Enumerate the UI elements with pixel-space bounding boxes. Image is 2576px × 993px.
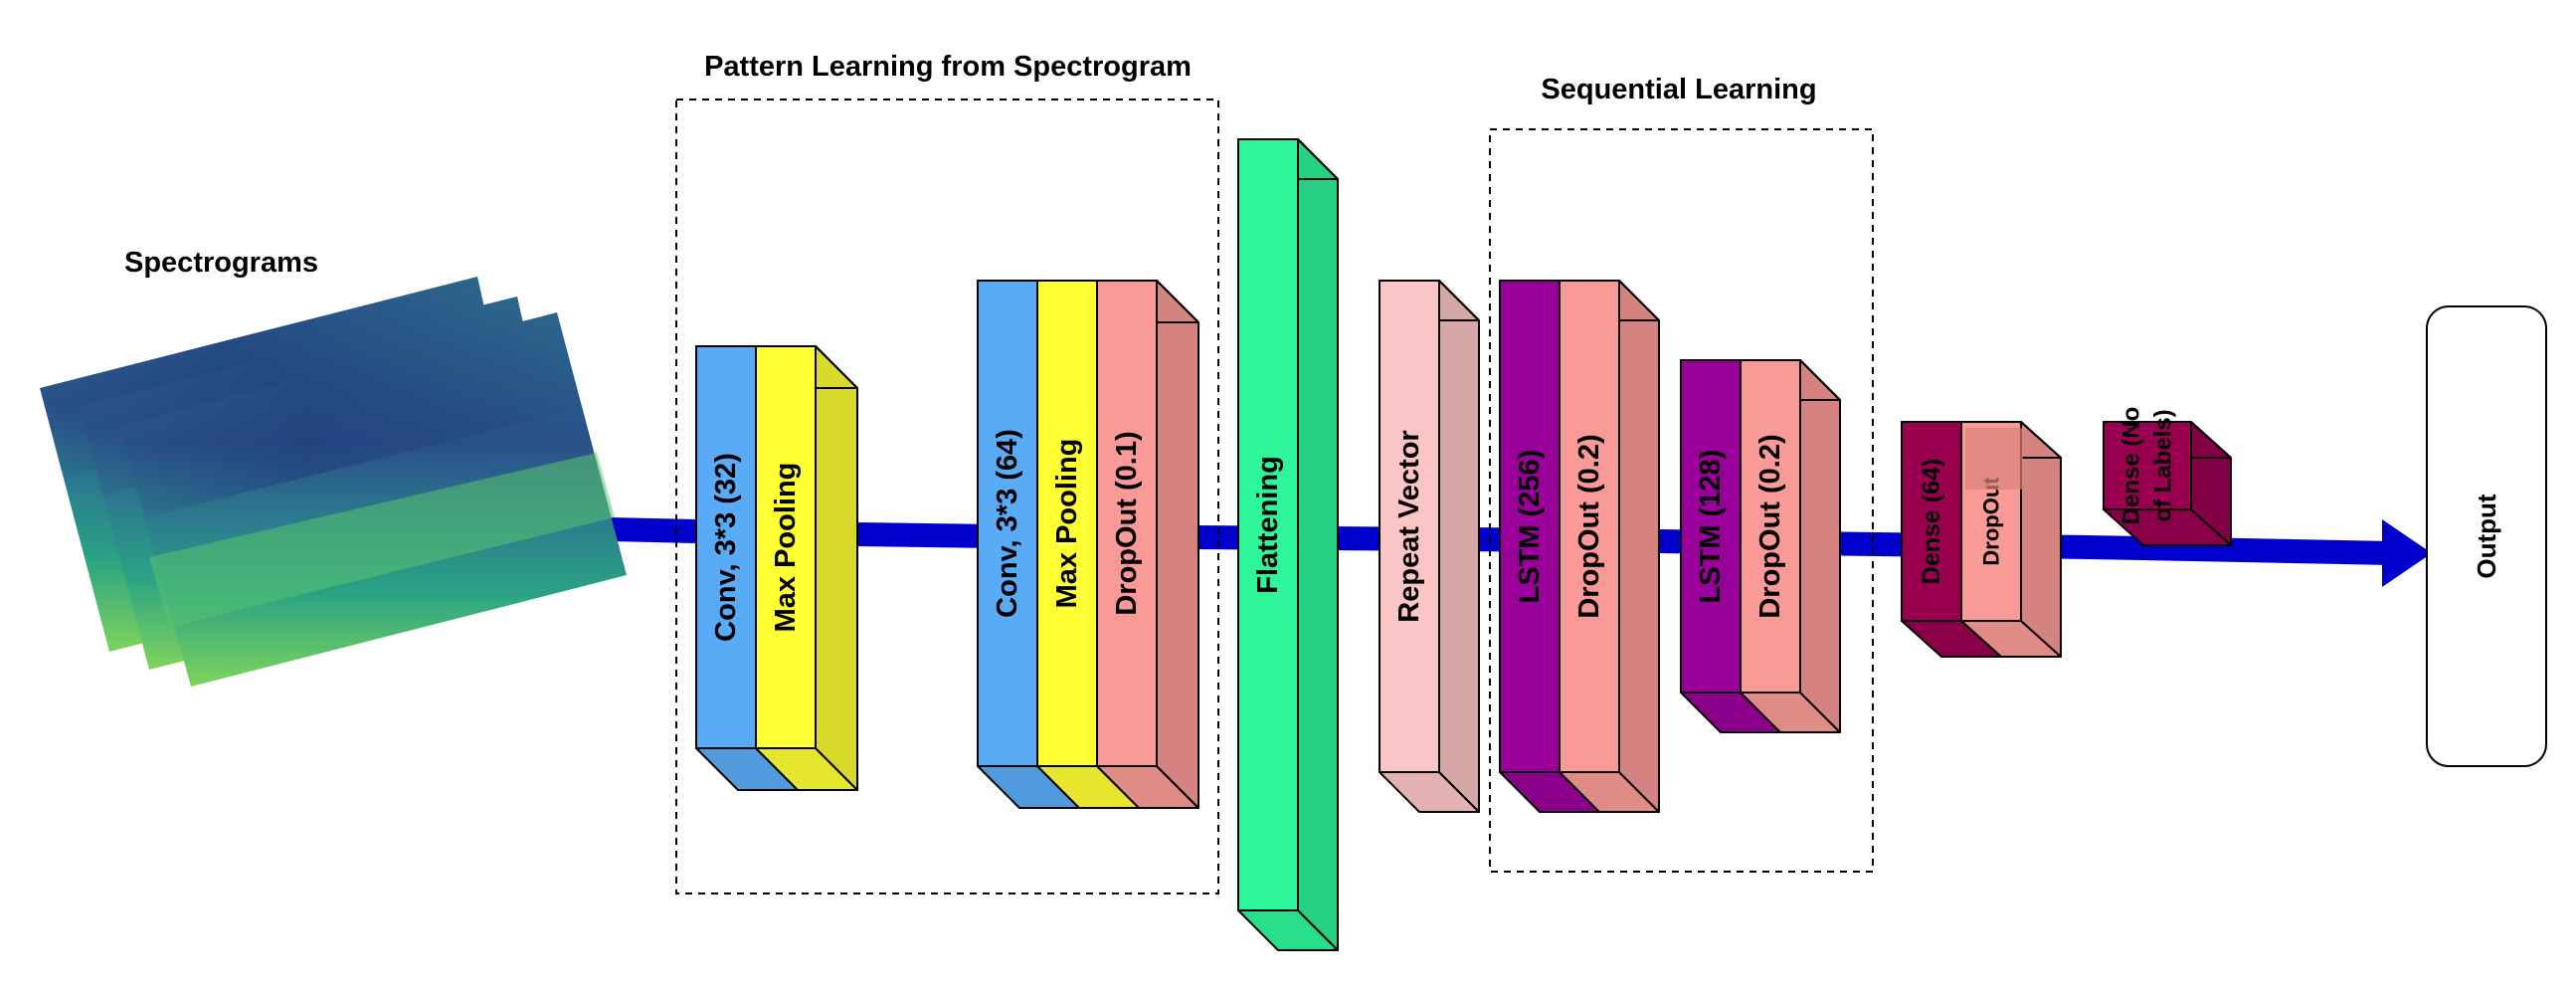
sequential-group-title: Sequential Learning xyxy=(1541,74,1816,105)
flatten-label: Flattening xyxy=(1252,456,1284,594)
maxpool1-side-face xyxy=(815,345,858,791)
output-label: Output xyxy=(2472,494,2501,579)
conv-block-2: Conv, 3*3 (64) Max Pooling DropOut (0.1) xyxy=(977,280,1199,809)
lstm2-label: LSTM (128) xyxy=(1695,450,1727,604)
dropout4-label: DropOut xyxy=(1979,477,2004,566)
conv1-label: Conv, 3*3 (32) xyxy=(710,453,742,642)
dropout1-label: DropOut (0.1) xyxy=(1111,431,1143,615)
arrow-head xyxy=(2382,519,2432,587)
dense2-label: Dense (No xyxy=(2118,407,2145,525)
dropout3-front xyxy=(1740,359,1801,694)
repeat-block: Repeat Vector xyxy=(1379,280,1480,813)
dropout2-label: DropOut (0.2) xyxy=(1573,434,1605,618)
flatten-side-face xyxy=(1297,138,1339,951)
maxpool1-label: Max Pooling xyxy=(770,463,802,633)
dropout2-side-face xyxy=(1618,280,1660,813)
repeat-label: Repeat Vector xyxy=(1393,430,1425,622)
dropout3-side-face xyxy=(1799,359,1841,733)
maxpool2-label: Max Pooling xyxy=(1051,439,1083,609)
dropout4-overlay xyxy=(1965,428,2023,490)
conv2-label: Conv, 3*3 (64) xyxy=(992,429,1023,618)
lstm-block-1: LSTM (256) DropOut (0.2) xyxy=(1499,280,1660,813)
spectrogram-stack xyxy=(40,277,627,687)
dense2-front xyxy=(2103,421,2192,510)
dropout1-front xyxy=(1096,280,1158,767)
conv-block-1: Conv, 3*3 (32) Max Pooling xyxy=(695,345,858,791)
repeat-side-face xyxy=(1438,280,1480,813)
dense2-label: of Labels) xyxy=(2150,409,2177,521)
repeat-front xyxy=(1379,280,1440,773)
dropout2-front xyxy=(1559,280,1620,773)
lstm2-front xyxy=(1680,359,1742,694)
dropout1-side-face xyxy=(1156,280,1199,809)
lstm-block-2: LSTM (128) DropOut (0.2) xyxy=(1680,359,1841,733)
spectrograms-title: Spectrograms xyxy=(124,247,318,279)
pattern-group-box xyxy=(675,99,1219,894)
layer-blocks: Conv, 3*3 (32) Max Pooling Conv, 3*3 (64) M… xyxy=(695,138,2232,951)
spectrogram-image xyxy=(119,312,627,687)
pattern-group-title: Pattern Learning from Spectrogram xyxy=(704,51,1192,83)
dense1-label: Dense (64) xyxy=(1918,459,1945,584)
maxpool1-front xyxy=(755,345,817,749)
flatten-block: Flattening xyxy=(1237,138,1339,951)
output-box xyxy=(2426,305,2547,767)
dropout3-label: DropOut (0.2) xyxy=(1754,434,1786,618)
flatten-front xyxy=(1237,138,1299,911)
sequential-group-box xyxy=(1489,128,1874,873)
maxpool2-front xyxy=(1036,280,1098,767)
lstm1-label: LSTM (256) xyxy=(1514,450,1546,604)
dense-block-1: Dense (64) DropOut xyxy=(1901,421,2062,658)
